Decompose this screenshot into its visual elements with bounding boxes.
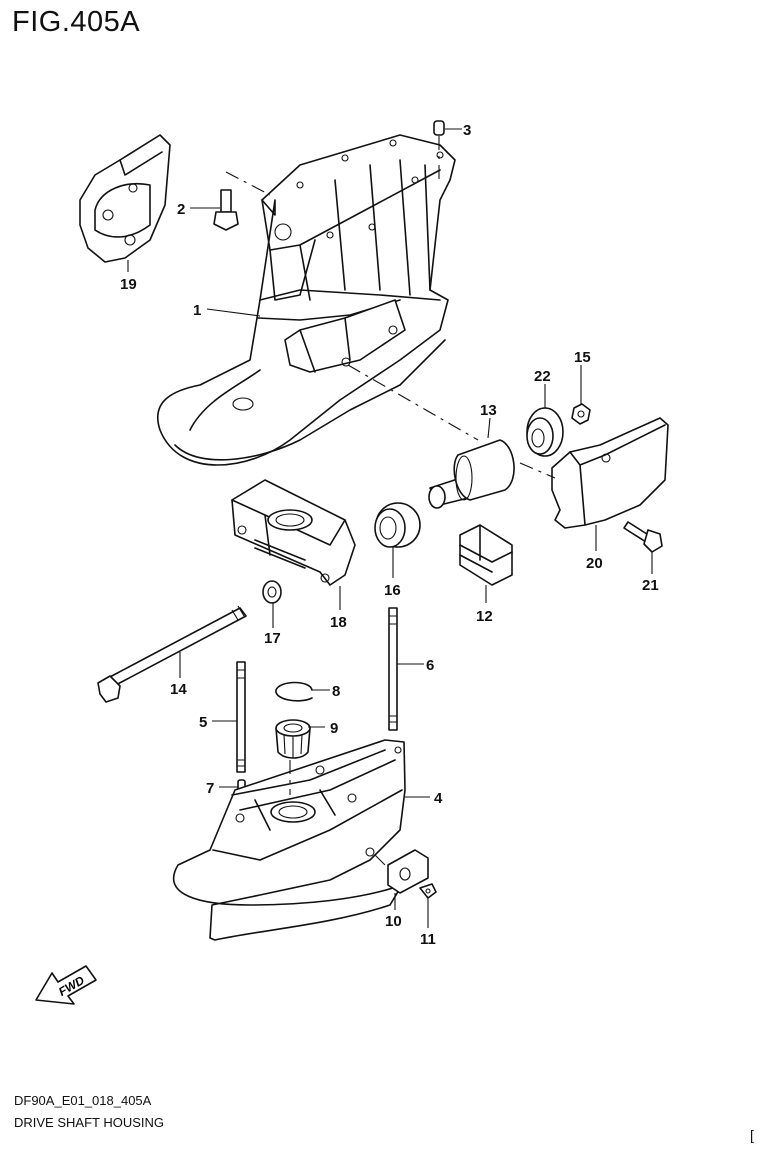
assembly-line <box>347 364 479 441</box>
mount-block-part[interactable] <box>231 479 356 586</box>
assembly-line <box>225 171 271 196</box>
callout-7: 7 <box>206 780 214 797</box>
fwd-arrow-icon: FWD <box>35 965 97 1005</box>
grommet-part[interactable] <box>374 502 421 548</box>
callout-17: 17 <box>264 630 281 647</box>
screw-part[interactable] <box>419 883 437 899</box>
coupler-part[interactable] <box>275 719 311 759</box>
figure-caption: DRIVE SHAFT HOUSING <box>14 1115 165 1130</box>
bolt-part[interactable] <box>623 521 663 553</box>
callout-10: 10 <box>385 913 402 930</box>
mount-part[interactable] <box>428 439 515 509</box>
callout-12: 12 <box>476 608 493 625</box>
callout-6: 6 <box>426 657 434 674</box>
callout-22: 22 <box>534 368 551 385</box>
callout-15: 15 <box>574 349 591 366</box>
callout-20: 20 <box>586 555 603 572</box>
callout-11: 11 <box>420 931 436 948</box>
circlip-part[interactable] <box>275 681 313 702</box>
callout-1: 1 <box>193 302 201 319</box>
nut-part[interactable] <box>571 403 591 425</box>
dowel-pin-part[interactable] <box>433 120 445 136</box>
plate-part[interactable] <box>387 849 429 894</box>
washer-part[interactable] <box>262 580 282 604</box>
callout-18: 18 <box>330 614 347 631</box>
lower-housing-part[interactable] <box>172 739 406 941</box>
corner-mark: [ <box>750 1127 754 1143</box>
callout-9: 9 <box>330 720 338 737</box>
callout-5: 5 <box>199 714 207 731</box>
callout-3: 3 <box>463 122 471 139</box>
bracket-part[interactable] <box>551 417 669 529</box>
callout-14: 14 <box>170 681 187 698</box>
seal-part[interactable] <box>526 407 564 457</box>
figure-title: FIG.405A <box>12 6 141 38</box>
callout-2: 2 <box>177 201 185 218</box>
drive-shaft-housing-part[interactable] <box>157 134 456 466</box>
bolt-part[interactable] <box>213 189 239 231</box>
stud-part[interactable] <box>236 661 246 773</box>
callout-16: 16 <box>384 582 401 599</box>
callout-13: 13 <box>480 402 497 419</box>
cover-part[interactable] <box>79 134 171 263</box>
callout-21: 21 <box>642 577 659 594</box>
callout-19: 19 <box>120 276 137 293</box>
rubber-part[interactable] <box>459 524 513 586</box>
assembly-line <box>519 462 556 479</box>
drawing-code: DF90A_E01_018_405A <box>14 1093 152 1108</box>
callout-4: 4 <box>434 790 443 807</box>
stud-part[interactable] <box>388 607 398 731</box>
assembly-line <box>374 854 389 869</box>
long-bolt-part[interactable] <box>97 605 247 703</box>
callout-8: 8 <box>332 683 340 700</box>
callout-leaders <box>127 128 653 928</box>
